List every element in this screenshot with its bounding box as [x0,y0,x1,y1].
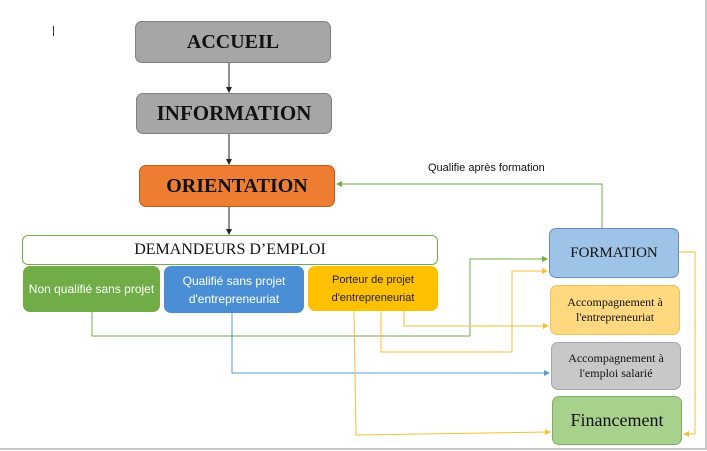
edge-nonqualifie-formation [91,256,548,337]
node-qualifie-sans-projet: Qualifié sans projet d'entrepreneuriat [164,266,304,313]
node-porteur-projet: Porteur de projet d'entrepreneuriat [308,266,438,311]
node-accompagnement-emploi: Accompagnement à l'emploi salarié [551,342,681,390]
node-information: INFORMATION [136,93,332,134]
node-orientation: ORIENTATION [139,165,335,207]
node-formation: FORMATION [549,228,679,278]
node-non-qualifie: Non qualifié sans projet [23,266,160,312]
edge-porteur-financement [353,310,551,436]
edge-qualifie-accemploi [231,313,550,376]
edge-formation-orientation [336,181,603,228]
edge-porteur-accentre [403,311,549,329]
node-accueil: ACCUEIL [135,21,331,63]
edge-porteur-formation [380,268,548,353]
node-demandeurs-emploi: DEMANDEURS D’EMPLOI [22,235,438,265]
edge-label-qualifie-apres-formation: Qualifie après formation [428,162,545,174]
node-accompagnement-entrepreneuriat: Accompagnement à l'entrepreneuriat [550,285,680,335]
text-cursor [53,26,54,36]
edge-formation-financement [679,251,696,437]
node-financement: Financement [552,396,682,445]
